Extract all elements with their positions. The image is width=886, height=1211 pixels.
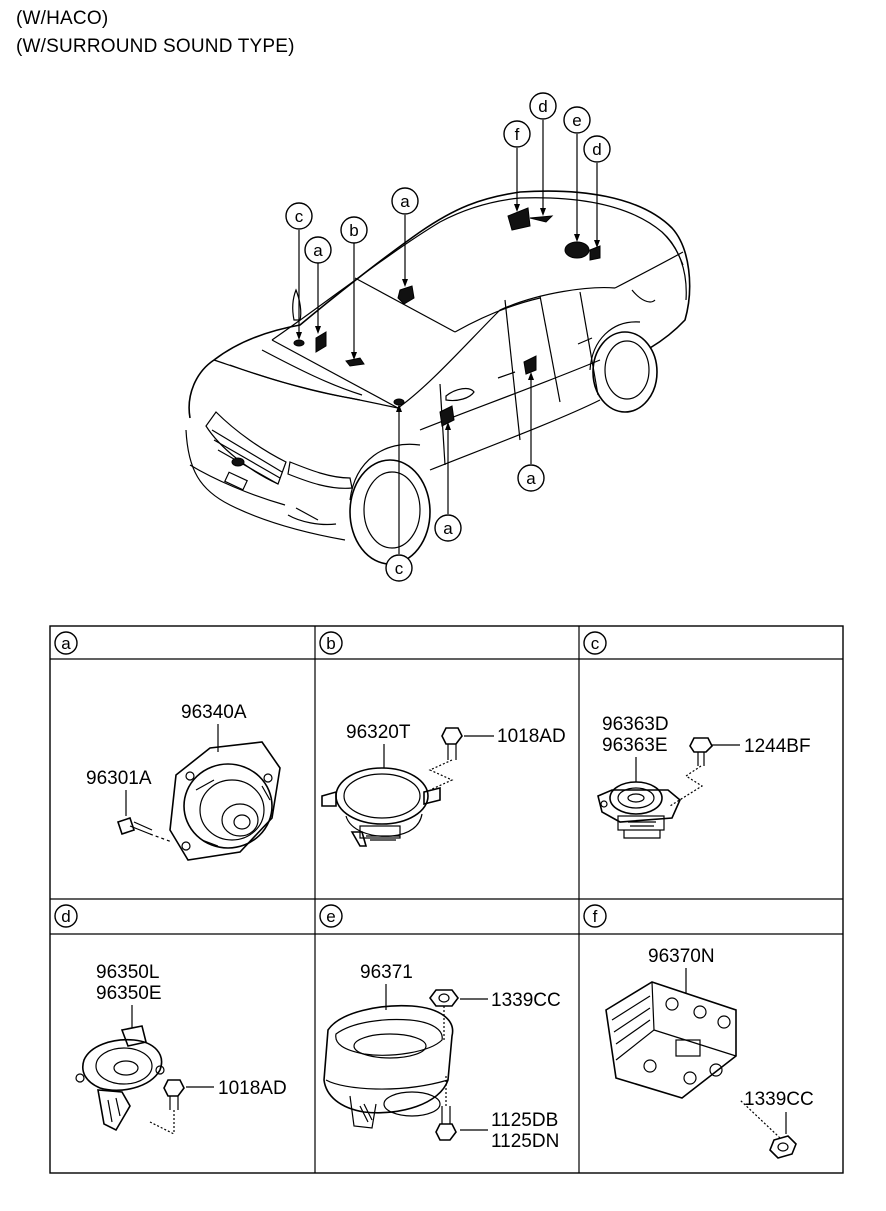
part-96301A: 96301A (86, 768, 152, 789)
callout-b-top: b (340, 216, 368, 244)
part-96340A: 96340A (181, 702, 247, 723)
bolt-1018AD-d-drawing (149, 1079, 185, 1135)
panel-d: d 96350L 96350E 1018AD (54, 904, 287, 1135)
bolt-1018AD-b-drawing (428, 727, 463, 791)
amplifier-96370N-drawing (605, 981, 737, 1099)
callout-a-left: a (304, 236, 332, 264)
part-96350L: 96350L (96, 962, 159, 983)
part-1125DB: 1125DB (491, 1110, 558, 1131)
nut-1339CC-e-drawing (429, 989, 459, 1040)
svg-text:d: d (592, 140, 601, 159)
speaker-96340A-drawing (169, 741, 281, 861)
part-96371: 96371 (360, 962, 413, 983)
part-1018AD-b: 1018AD (497, 726, 566, 747)
panel-d-letter: d (54, 904, 78, 928)
screw-96301A-drawing (116, 816, 173, 843)
speaker-96363D-drawing (597, 781, 681, 839)
panel-c: c 96363D 96363E 1244BF (583, 631, 811, 839)
panel-a: a 96340A 96301A (54, 631, 281, 861)
svg-text:d: d (61, 907, 70, 926)
panel-b: b 96320T 1018AD (319, 631, 566, 847)
speaker-96350L-drawing (75, 1025, 165, 1132)
svg-text:c: c (295, 207, 304, 226)
callout-e-top: e (563, 106, 591, 134)
part-96363E: 96363E (602, 735, 668, 756)
svg-text:a: a (443, 519, 453, 538)
callout-a-roof: a (391, 187, 419, 215)
bolt-1125DB-drawing (435, 1076, 457, 1141)
header-line-2: (W/SURROUND SOUND TYPE) (16, 36, 295, 57)
callout-f-top: f (503, 120, 531, 148)
header-line-1: (W/HACO) (16, 8, 109, 29)
svg-text:f: f (515, 125, 520, 144)
part-1339CC-e: 1339CC (491, 990, 561, 1011)
panel-b-letter: b (319, 631, 343, 655)
speaker-96320T-drawing (321, 767, 441, 847)
part-96370N: 96370N (648, 946, 715, 967)
svg-text:a: a (400, 192, 410, 211)
svg-text:e: e (572, 111, 581, 130)
svg-text:a: a (61, 634, 71, 653)
part-1125DN: 1125DN (491, 1131, 559, 1152)
nut-1339CC-f-drawing (739, 1099, 797, 1159)
svg-text:c: c (395, 559, 404, 578)
screw-1244BF-drawing (669, 737, 713, 807)
panel-e: e 96371 1339CC 1125DB 1125DN (319, 904, 561, 1152)
svg-text:a: a (526, 469, 536, 488)
svg-text:b: b (349, 221, 358, 240)
callout-d-top-1: d (529, 92, 557, 120)
part-96350E: 96350E (96, 983, 162, 1004)
callout-a-front: a (434, 514, 462, 542)
svg-text:e: e (326, 907, 335, 926)
parts-table (49, 625, 844, 1174)
svg-text:b: b (326, 634, 335, 653)
panel-f-letter: f (583, 904, 607, 928)
part-1018AD-d: 1018AD (218, 1078, 287, 1099)
part-1339CC-f: 1339CC (744, 1089, 814, 1110)
callout-d-top-2: d (583, 135, 611, 163)
car-illustration: c a b a f d e d (185, 92, 691, 582)
panel-a-letter: a (54, 631, 78, 655)
svg-text:c: c (591, 634, 600, 653)
callout-a-right: a (517, 464, 545, 492)
svg-text:d: d (538, 97, 547, 116)
part-96363D: 96363D (602, 714, 669, 735)
part-96320T: 96320T (346, 722, 411, 743)
callout-c-bottom: c (385, 554, 413, 582)
panel-e-letter: e (319, 904, 343, 928)
svg-text:f: f (593, 907, 598, 926)
panel-f: f 96370N 1339CC (583, 904, 814, 1159)
part-1244BF: 1244BF (744, 736, 811, 757)
panel-c-letter: c (583, 631, 607, 655)
svg-text:a: a (313, 241, 323, 260)
speaker-96371-drawing (323, 1004, 454, 1129)
callout-c-top: c (285, 202, 313, 230)
